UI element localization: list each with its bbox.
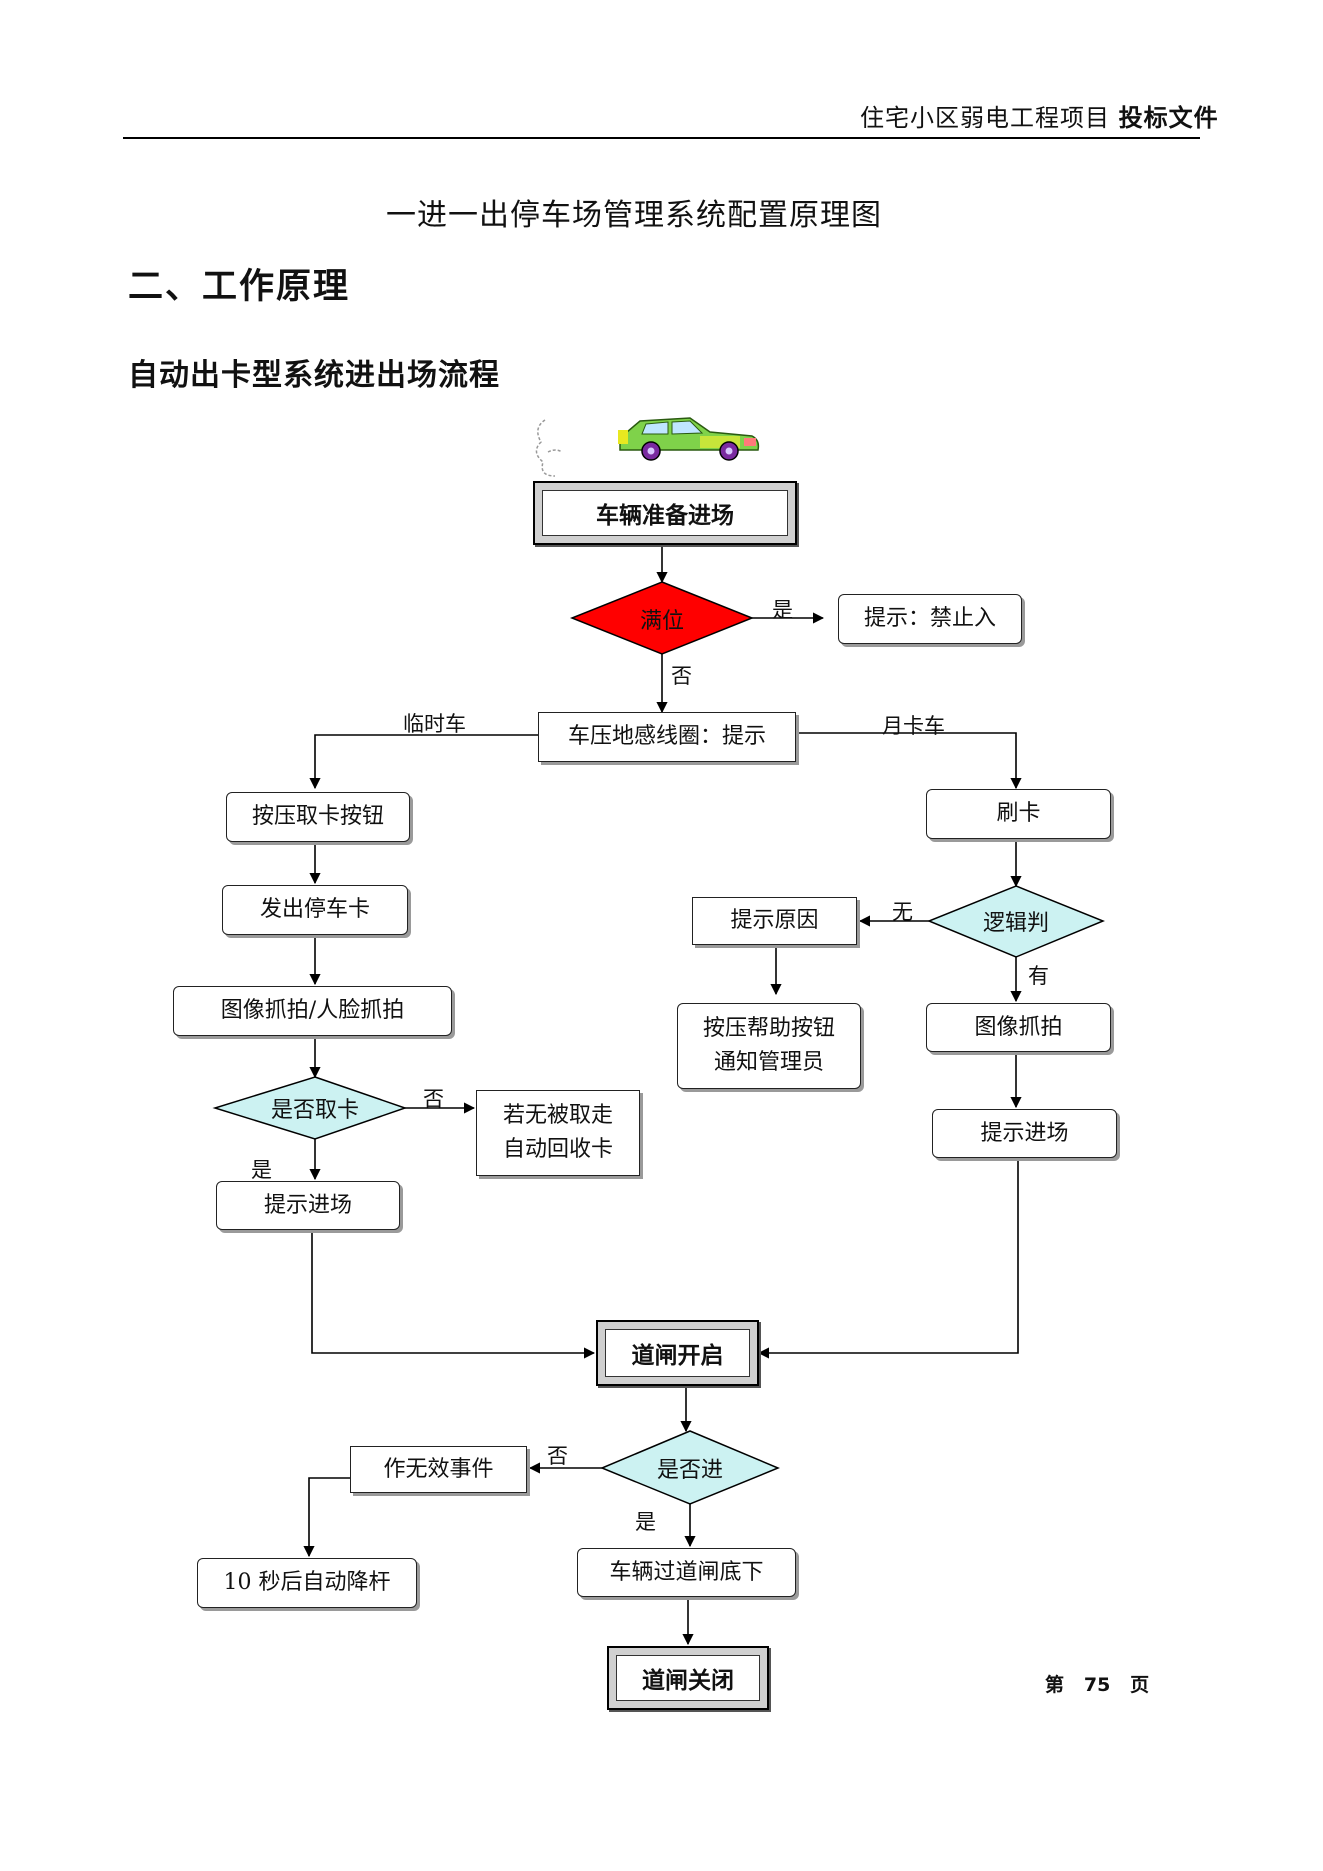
node-image-capture: 图像抓拍 [926, 1003, 1111, 1052]
edge-label-monthly-car: 月卡车 [882, 714, 945, 738]
edge-label-temp-car: 临时车 [403, 712, 466, 736]
decision-entered-diamond [600, 1430, 780, 1505]
edge-label-full-yes: 是 [772, 598, 793, 622]
decision-logic-diamond [927, 885, 1105, 958]
arrow-invalid-to-autodown [303, 1477, 350, 1558]
node-loop-sensor: 车压地感线圈：提示 [538, 712, 796, 762]
node-recycle-card: 若无被取走 自动回收卡 [476, 1090, 640, 1176]
header-doc-type: 投标文件 [1118, 104, 1219, 132]
connectors [303, 546, 1022, 1646]
node-swipe-card: 刷卡 [926, 789, 1111, 839]
edge-label-take-no: 否 [423, 1087, 444, 1111]
edge-label-enter-no: 否 [547, 1444, 568, 1468]
decision-full-diamond [569, 581, 755, 655]
document-header: 住宅小区弱电工程项目 投标文件 [860, 98, 1260, 133]
decision-take-card-diamond [212, 1076, 408, 1140]
node-gate-open: 道闸开启 [596, 1320, 759, 1386]
sub-heading: 自动出卡型系统进出场流程 [128, 358, 500, 393]
diagram-caption: 一进一出停车场管理系统配置原理图 [386, 198, 882, 233]
edge-label-full-no: 否 [671, 664, 692, 688]
node-press-card-button: 按压取卡按钮 [226, 792, 410, 842]
node-forbid-entry: 提示：禁止入 [838, 594, 1022, 644]
node-hint-enter-left: 提示进场 [216, 1181, 400, 1230]
arrow-hint-right-to-gate [757, 1160, 1019, 1359]
node-prepare-entry: 车辆准备进场 [533, 481, 797, 545]
node-issue-card: 发出停车卡 [222, 885, 408, 935]
node-hint-enter-right: 提示进场 [932, 1109, 1117, 1158]
arrow-loop-to-swipe [795, 732, 1022, 790]
node-gate-close: 道闸关闭 [607, 1646, 769, 1710]
arrow-loop-to-press [309, 734, 538, 790]
header-project-name: 住宅小区弱电工程项目 [860, 104, 1110, 132]
node-auto-lower-barrier: 10 秒后自动降杆 [197, 1558, 417, 1608]
edge-label-enter-yes: 是 [635, 1510, 656, 1534]
edge-label-logic-no: 无 [892, 900, 913, 924]
page-number: 第 75 页 [1045, 1674, 1150, 1696]
edge-label-logic-yes: 有 [1028, 964, 1049, 988]
header-rule [123, 137, 1200, 139]
node-vehicle-passes: 车辆过道闸底下 [577, 1548, 796, 1597]
arrow-hint-left-to-gate [311, 1231, 596, 1359]
edge-label-take-yes: 是 [251, 1158, 272, 1182]
node-help-button: 按压帮助按钮 通知管理员 [677, 1003, 861, 1089]
node-capture-face: 图像抓拍/人脸抓拍 [173, 986, 452, 1036]
node-invalid-event: 作无效事件 [350, 1446, 527, 1493]
node-reason: 提示原因 [692, 897, 857, 945]
car-illustration [535, 417, 760, 477]
section-heading: 二、工作原理 [128, 267, 351, 307]
